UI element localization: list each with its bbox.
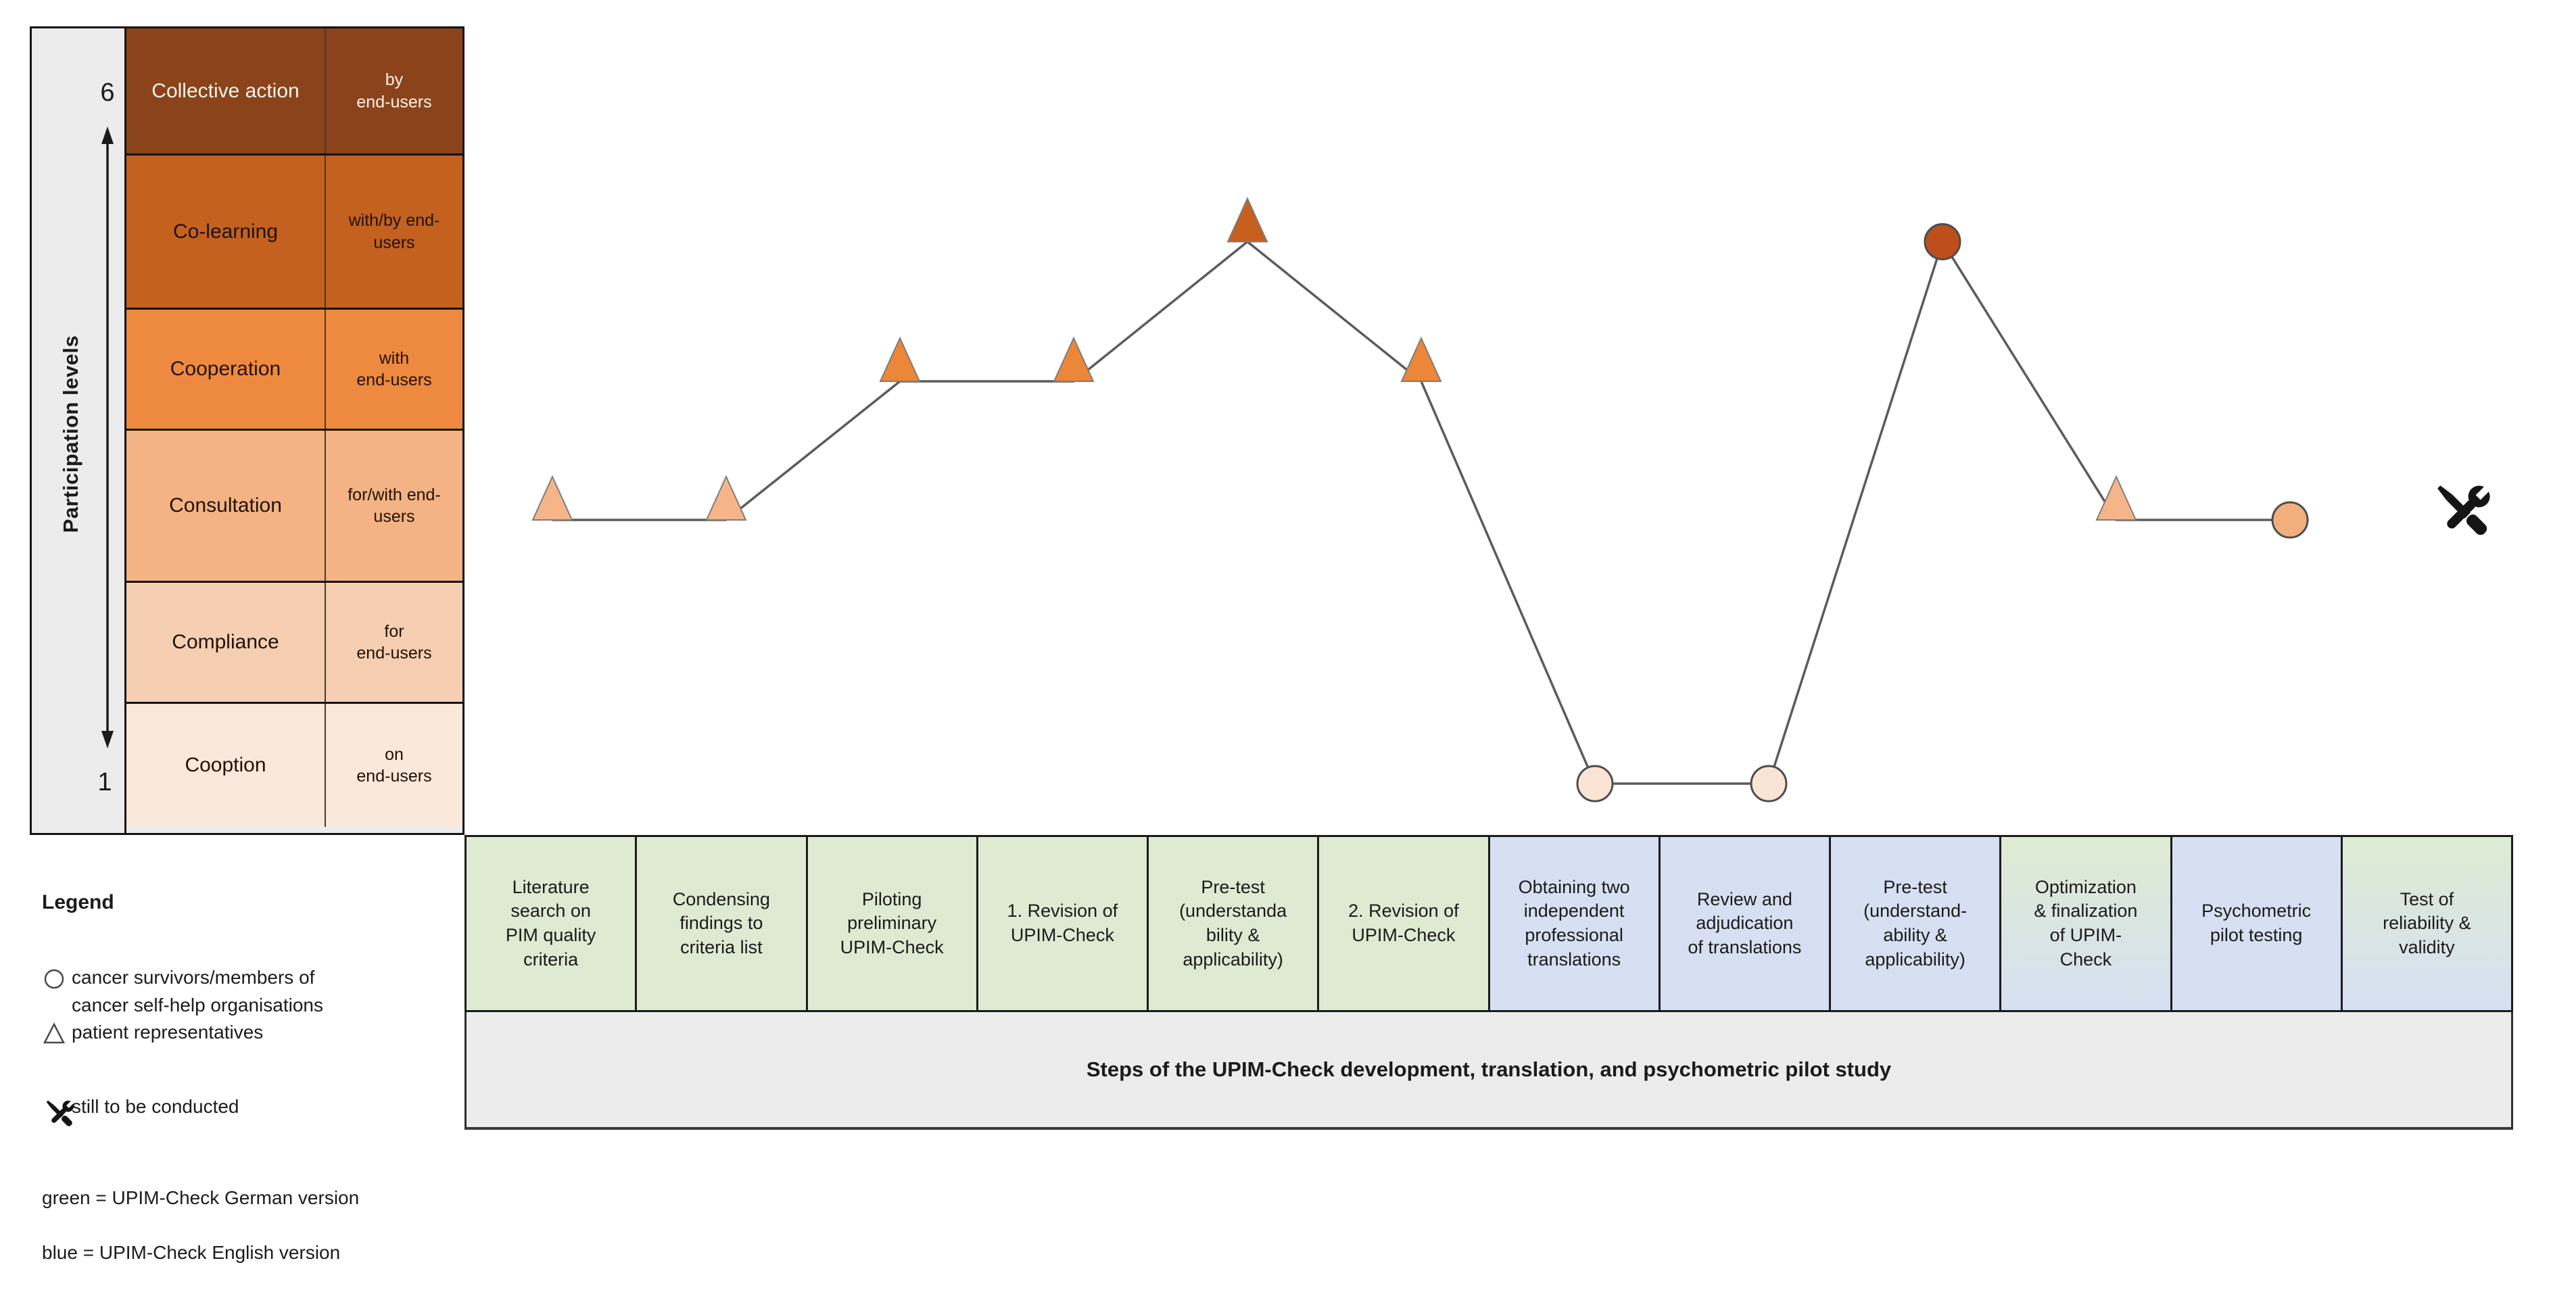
legend: Legend cancer survivors/members of cance…: [42, 891, 488, 1290]
step-label: Test of reliability & validity: [2383, 888, 2471, 957]
step-label: Literature search on PIM quality criteri…: [505, 876, 596, 970]
level-label: Compliance: [126, 583, 326, 702]
level-descriptor: for end-users: [356, 621, 432, 663]
step-cell: Pre-test (understanda bility & applicabi…: [1149, 837, 1320, 1010]
step-label: 1. Revision of UPIM-Check: [1007, 901, 1118, 945]
level-label: Cooption: [126, 704, 326, 827]
triangle-icon: [42, 1020, 72, 1055]
legend-item-label: patient representatives: [72, 1022, 264, 1043]
legend-item: cancer survivors/members of cancer self-…: [42, 964, 488, 1019]
triangle-marker: [1226, 197, 1268, 243]
chart-line: [552, 239, 2290, 785]
level-descriptor: with/by end- users: [348, 211, 440, 252]
tools-icon: [2437, 482, 2494, 535]
triangle-marker: [531, 475, 573, 521]
participation-axis-sidebar: 6 Participation levels 1: [32, 28, 126, 833]
level-row: Co-learning with/by end- users: [126, 153, 462, 308]
axis-min-number: 1: [97, 768, 112, 796]
step-cell: Obtaining two independent professional t…: [1489, 837, 1661, 1010]
step-cell: Literature search on PIM quality criteri…: [467, 837, 638, 1010]
step-label: Condensing findings to criteria list: [672, 888, 770, 957]
triangle-marker: [1053, 336, 1095, 382]
level-label: Collective action: [126, 28, 326, 153]
level-descriptor: with end-users: [356, 348, 432, 390]
step-cell: 2. Revision of UPIM-Check: [1319, 837, 1490, 1010]
step-label: Review and adjudication of translations: [1688, 888, 1802, 957]
level-descriptor: for/with end- users: [348, 485, 441, 527]
triangle-marker: [705, 475, 747, 521]
circle-marker: [1750, 765, 1788, 803]
tools-icon-glyph: [46, 1099, 76, 1126]
legend-item: green = UPIM-Check German version: [42, 1185, 488, 1212]
legend-item-label: still to be conducted: [72, 1095, 239, 1117]
participation-arrow: [101, 126, 114, 748]
step-label: Obtaining two independent professional t…: [1518, 876, 1630, 970]
level-label: Consultation: [126, 431, 326, 581]
steps-cells-row: Literature search on PIM quality criteri…: [464, 835, 2513, 1012]
level-row: Consultation for/with end- users: [126, 429, 462, 581]
legend-items: cancer survivors/members of cancer self-…: [42, 964, 488, 1290]
step-cell: Psychometric pilot testing: [2172, 837, 2343, 1010]
tools-icon: [42, 1095, 76, 1142]
level-descriptor: on end-users: [356, 744, 432, 786]
legend-item-label: blue = UPIM-Check English version: [42, 1241, 341, 1263]
circle-icon: [42, 965, 72, 1001]
axis-max-number: 6: [100, 78, 115, 107]
step-label: Pre-test (understanda bility & applicabi…: [1179, 876, 1287, 970]
level-row: Cooperation with end-users: [126, 308, 462, 429]
circle-marker: [2271, 501, 2309, 539]
participation-table: 6 Participation levels 1 Collective acti…: [30, 26, 464, 835]
step-cell: Pre-test (understand- ability & applicab…: [1831, 837, 2002, 1010]
level-label: Cooperation: [126, 310, 326, 429]
level-label: Co-learning: [126, 156, 326, 308]
triangle-marker: [2095, 475, 2137, 521]
participation-axis-label: Participation levels: [59, 335, 82, 533]
step-cell: Piloting preliminary UPIM-Check: [807, 837, 978, 1010]
step-label: Psychometric pilot testing: [2201, 901, 2312, 945]
legend-item: blue = UPIM-Check English version: [42, 1239, 488, 1267]
level-row: Collective action by end-users: [126, 28, 462, 153]
triangle-marker: [1400, 336, 1442, 382]
steps-caption: Steps of the UPIM-Check development, tra…: [464, 1012, 2513, 1130]
step-label: 2. Revision of UPIM-Check: [1348, 901, 1459, 945]
legend-item: still to be conducted: [42, 1093, 488, 1142]
level-row: Compliance for end-users: [126, 581, 462, 702]
step-cell: 1. Revision of UPIM-Check: [978, 837, 1149, 1010]
step-label: Optimization & finalization of UPIM- Che…: [2034, 876, 2138, 970]
legend-item-label: cancer survivors/members of cancer self-…: [72, 967, 323, 1016]
legend-item: patient representatives: [42, 1019, 488, 1055]
legend-title: Legend: [42, 891, 114, 913]
steps-table: Literature search on PIM quality criteri…: [464, 835, 2513, 1130]
circle-marker: [1576, 765, 1614, 803]
step-label: Pre-test (understand- ability & applicab…: [1863, 876, 1967, 970]
step-cell: Review and adjudication of translations: [1660, 837, 1831, 1010]
legend-item-label: green = UPIM-Check German version: [42, 1187, 360, 1209]
step-cell: Test of reliability & validity: [2342, 837, 2511, 1010]
triangle-marker: [879, 336, 921, 382]
level-descriptor: by end-users: [356, 70, 432, 112]
step-cell: Condensing findings to criteria list: [637, 837, 808, 1010]
step-label: Piloting preliminary UPIM-Check: [840, 888, 944, 957]
level-row: Cooption on end-users: [126, 702, 462, 827]
step-cell: Optimization & finalization of UPIM- Che…: [2001, 837, 2172, 1010]
circle-marker: [1924, 223, 1961, 260]
